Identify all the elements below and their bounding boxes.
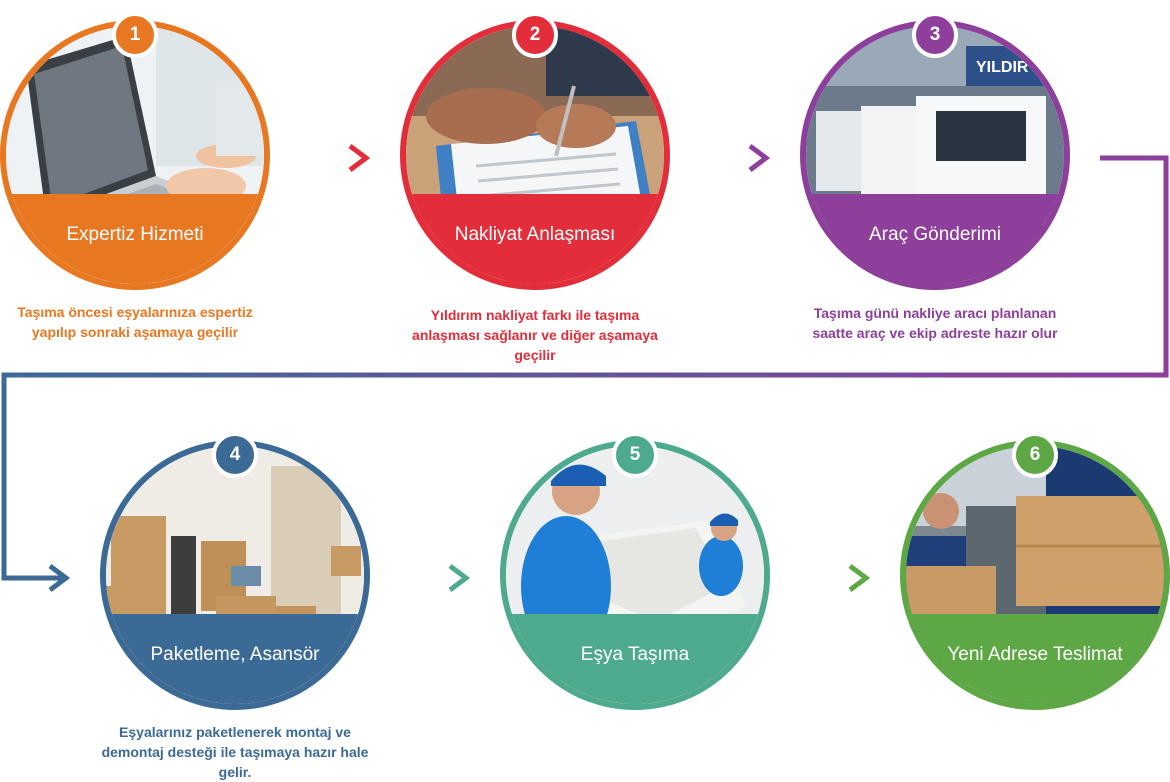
step-5-band: Eşya Taşıma: [506, 614, 764, 704]
step-1-circle: Expertiz Hizmeti: [0, 20, 270, 290]
step-3-title: Araç Gönderimi: [869, 224, 1001, 245]
step-1-band: Expertiz Hizmeti: [6, 194, 264, 284]
arrow-1-2: [300, 144, 371, 172]
step-6-band: Yeni Adrese Teslimat: [906, 614, 1164, 704]
truck-sign-text: YILDIR: [976, 59, 1029, 76]
step-4-band: Paketleme, Asansör: [106, 614, 364, 704]
arrow-4-5: [400, 564, 471, 592]
step-2-circle: Nakliyat Anlaşması: [400, 20, 670, 290]
step-3-circle: YILDIR Araç Gönderimi: [800, 20, 1070, 290]
step-1-title: Expertiz Hizmeti: [66, 224, 204, 245]
step-4-circle: Paketleme, Asansör: [100, 440, 370, 710]
step-5-circle: Eşya Taşıma: [500, 440, 770, 710]
step-1-description: Taşıma öncesi eşyalarınıza espertiz yapı…: [17, 304, 253, 340]
step-5-title: Eşya Taşıma: [580, 644, 690, 665]
step-3-number-badge: 3: [912, 12, 958, 58]
step-2-title: Nakliyat Anlaşması: [454, 224, 616, 245]
step-3-band: Araç Gönderimi: [806, 194, 1064, 284]
step-4-number-badge: 4: [212, 432, 258, 478]
step-3-description: Taşıma günü nakliye aracı planlanan saat…: [812, 305, 1058, 341]
step-1-number-badge: 1: [112, 12, 158, 58]
step-6-title: Yeni Adrese Teslimat: [947, 644, 1123, 665]
step-6-circle: Yeni Adrese Teslimat: [900, 440, 1170, 710]
arrow-3-4: [1, 155, 1169, 592]
step-4-title: Paketleme, Asansör: [150, 644, 320, 665]
step-5-number-badge: 5: [612, 432, 658, 478]
step-2-band: Nakliyat Anlaşması: [406, 194, 664, 284]
step-2-number-badge: 2: [512, 12, 558, 58]
step-2-description: Yıldırım nakliyat farkı ile taşıma anlaş…: [412, 307, 658, 363]
step-4-description: Eşyalarınız paketlenerek montaj ve demon…: [101, 724, 369, 780]
step-6-number-badge: 6: [1012, 432, 1058, 478]
arrow-5-6: [800, 564, 871, 592]
arrow-2-3: [700, 144, 771, 172]
